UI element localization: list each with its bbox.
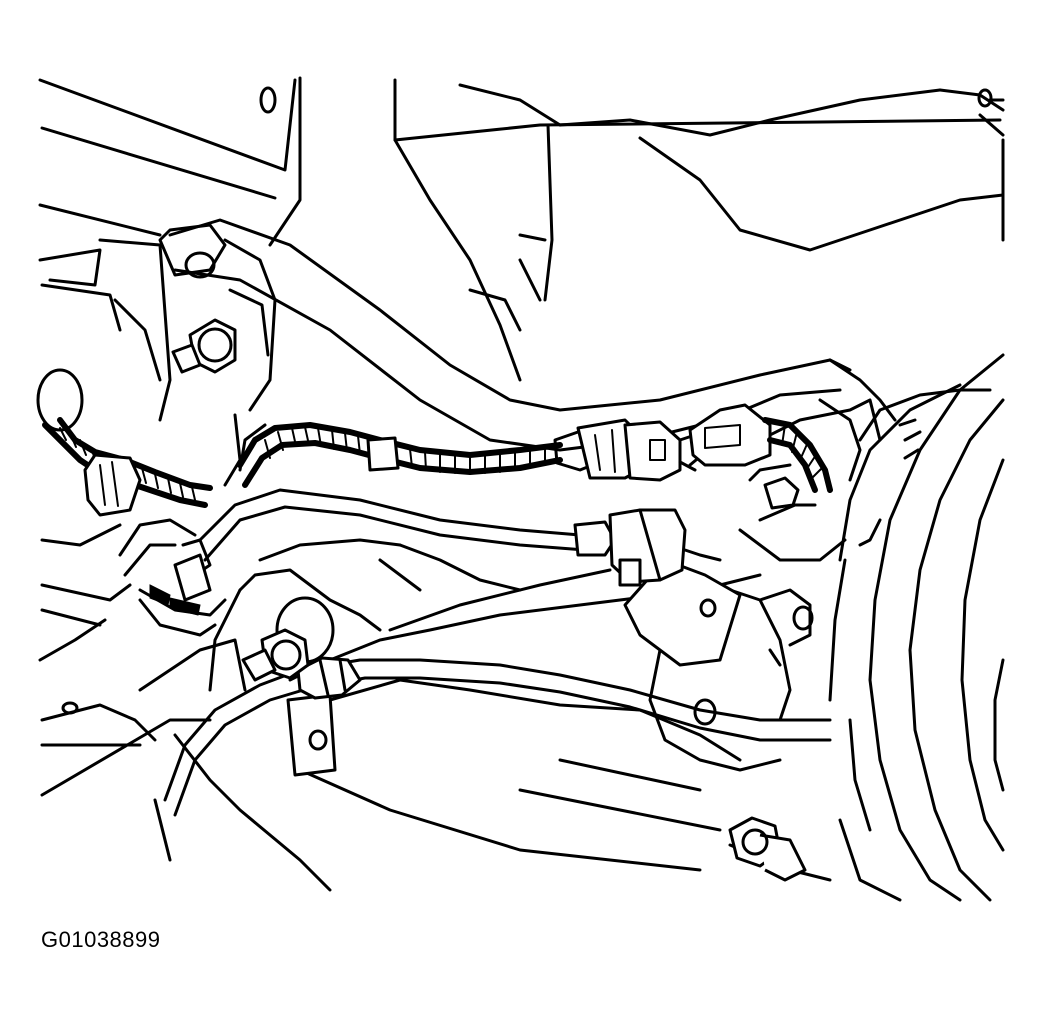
upper-mount-bolt <box>173 320 235 372</box>
floor-panel <box>42 640 830 890</box>
lower-mount-bolt <box>243 630 308 680</box>
lower-knuckle-bolt <box>730 818 805 880</box>
brake-hose <box>165 658 830 815</box>
stabilizer-bracket <box>288 695 335 775</box>
lower-control-arm <box>210 540 760 760</box>
brake-drum <box>830 355 1003 900</box>
frame-bracket <box>38 240 170 660</box>
figure-id-label: G01038899 <box>41 927 161 952</box>
knuckle <box>625 360 895 770</box>
abs-sensor-cable <box>120 490 720 635</box>
wiring-harness <box>45 405 830 515</box>
body-structure <box>40 78 1003 380</box>
